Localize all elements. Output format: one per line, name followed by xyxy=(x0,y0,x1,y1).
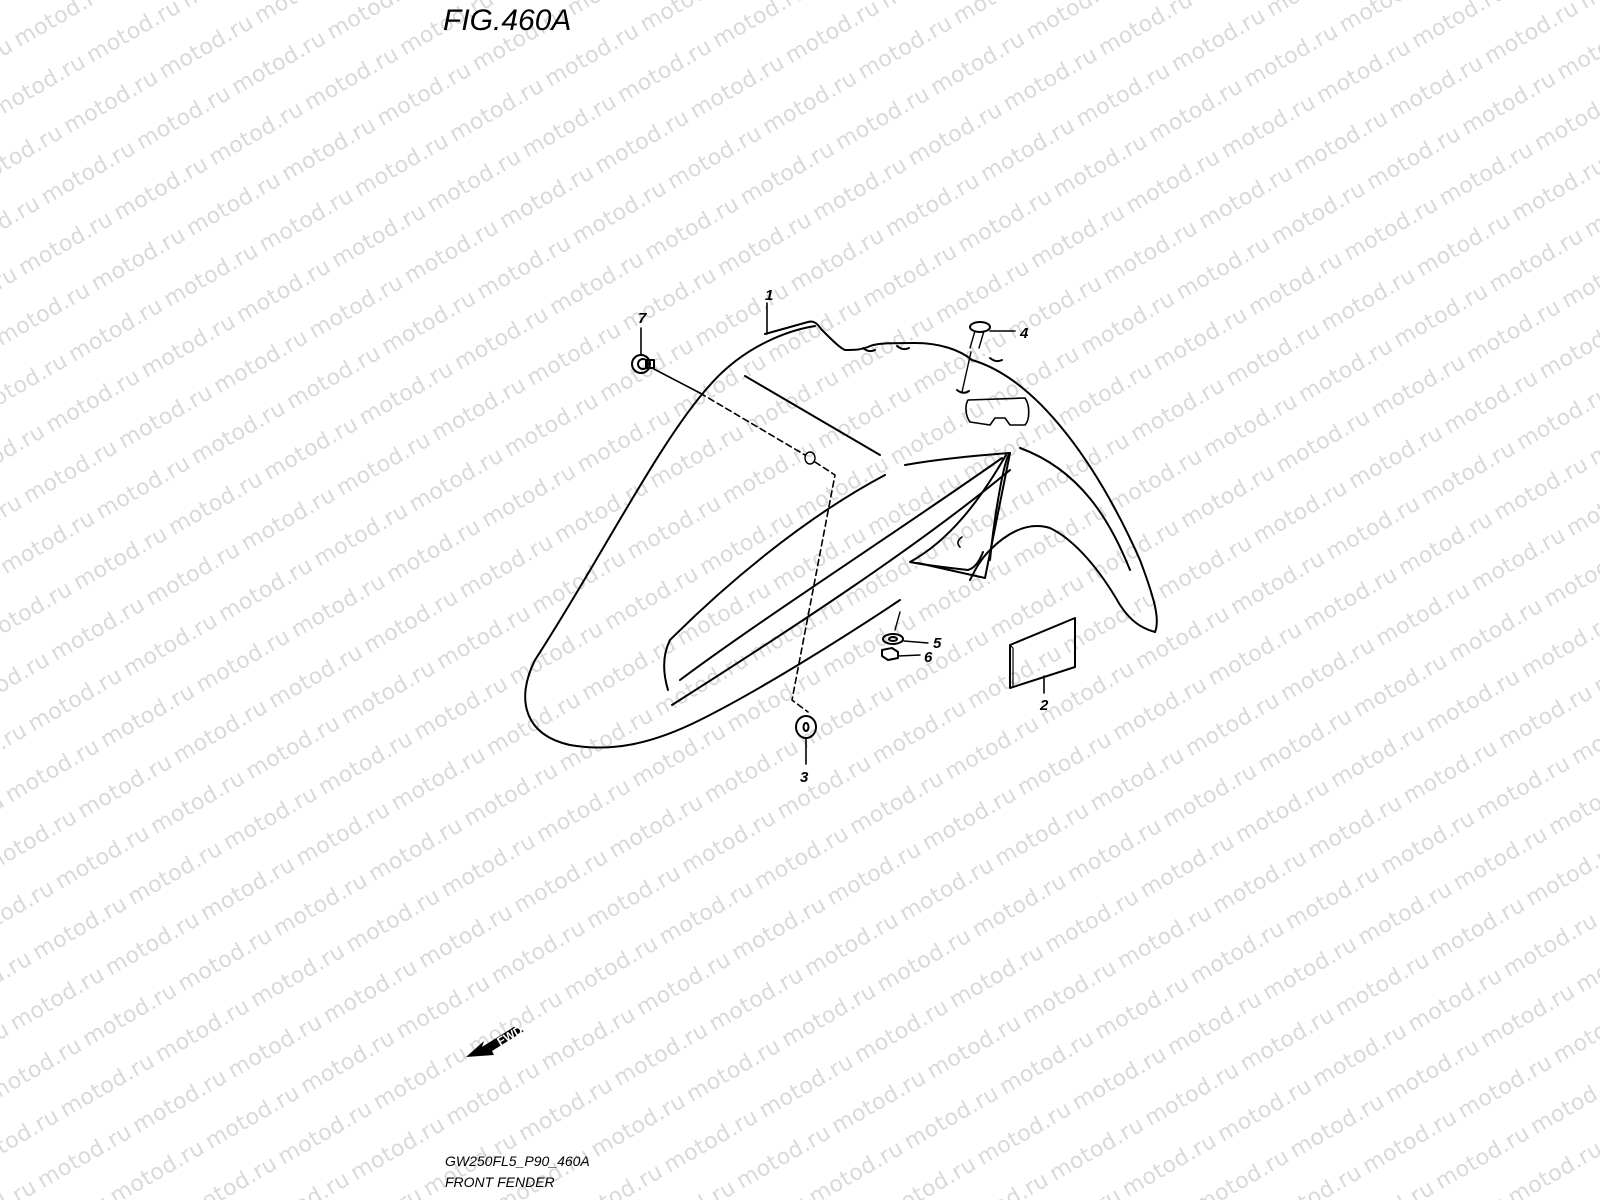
callout-2: 2 xyxy=(1039,697,1049,714)
callout-3: 3 xyxy=(800,769,809,786)
callout-1: 1 xyxy=(765,287,773,304)
forward-arrow-icon: FWD xyxy=(466,1023,526,1057)
callout-6: 6 xyxy=(924,649,933,666)
label-pad-part-2[interactable] xyxy=(1009,617,1076,694)
figure-title: FIG.460A xyxy=(443,4,572,37)
washer-part-5[interactable] xyxy=(882,611,929,645)
fwd-label: FWD xyxy=(495,1023,526,1049)
nut-part-6[interactable] xyxy=(881,647,921,661)
callout-5: 5 xyxy=(933,635,942,652)
front-fender-part[interactable] xyxy=(524,320,1158,749)
callout-4: 4 xyxy=(1019,325,1029,342)
bolt-part-7[interactable] xyxy=(631,327,836,713)
callout-7: 7 xyxy=(638,310,647,327)
figure-name: FRONT FENDER xyxy=(445,1174,555,1190)
screw-part-4[interactable] xyxy=(961,321,1016,393)
figure-code: GW250FL5_P90_460A xyxy=(445,1153,590,1169)
washer-part-3[interactable] xyxy=(795,715,817,765)
forward-direction-marker: FWD xyxy=(462,1015,542,1065)
